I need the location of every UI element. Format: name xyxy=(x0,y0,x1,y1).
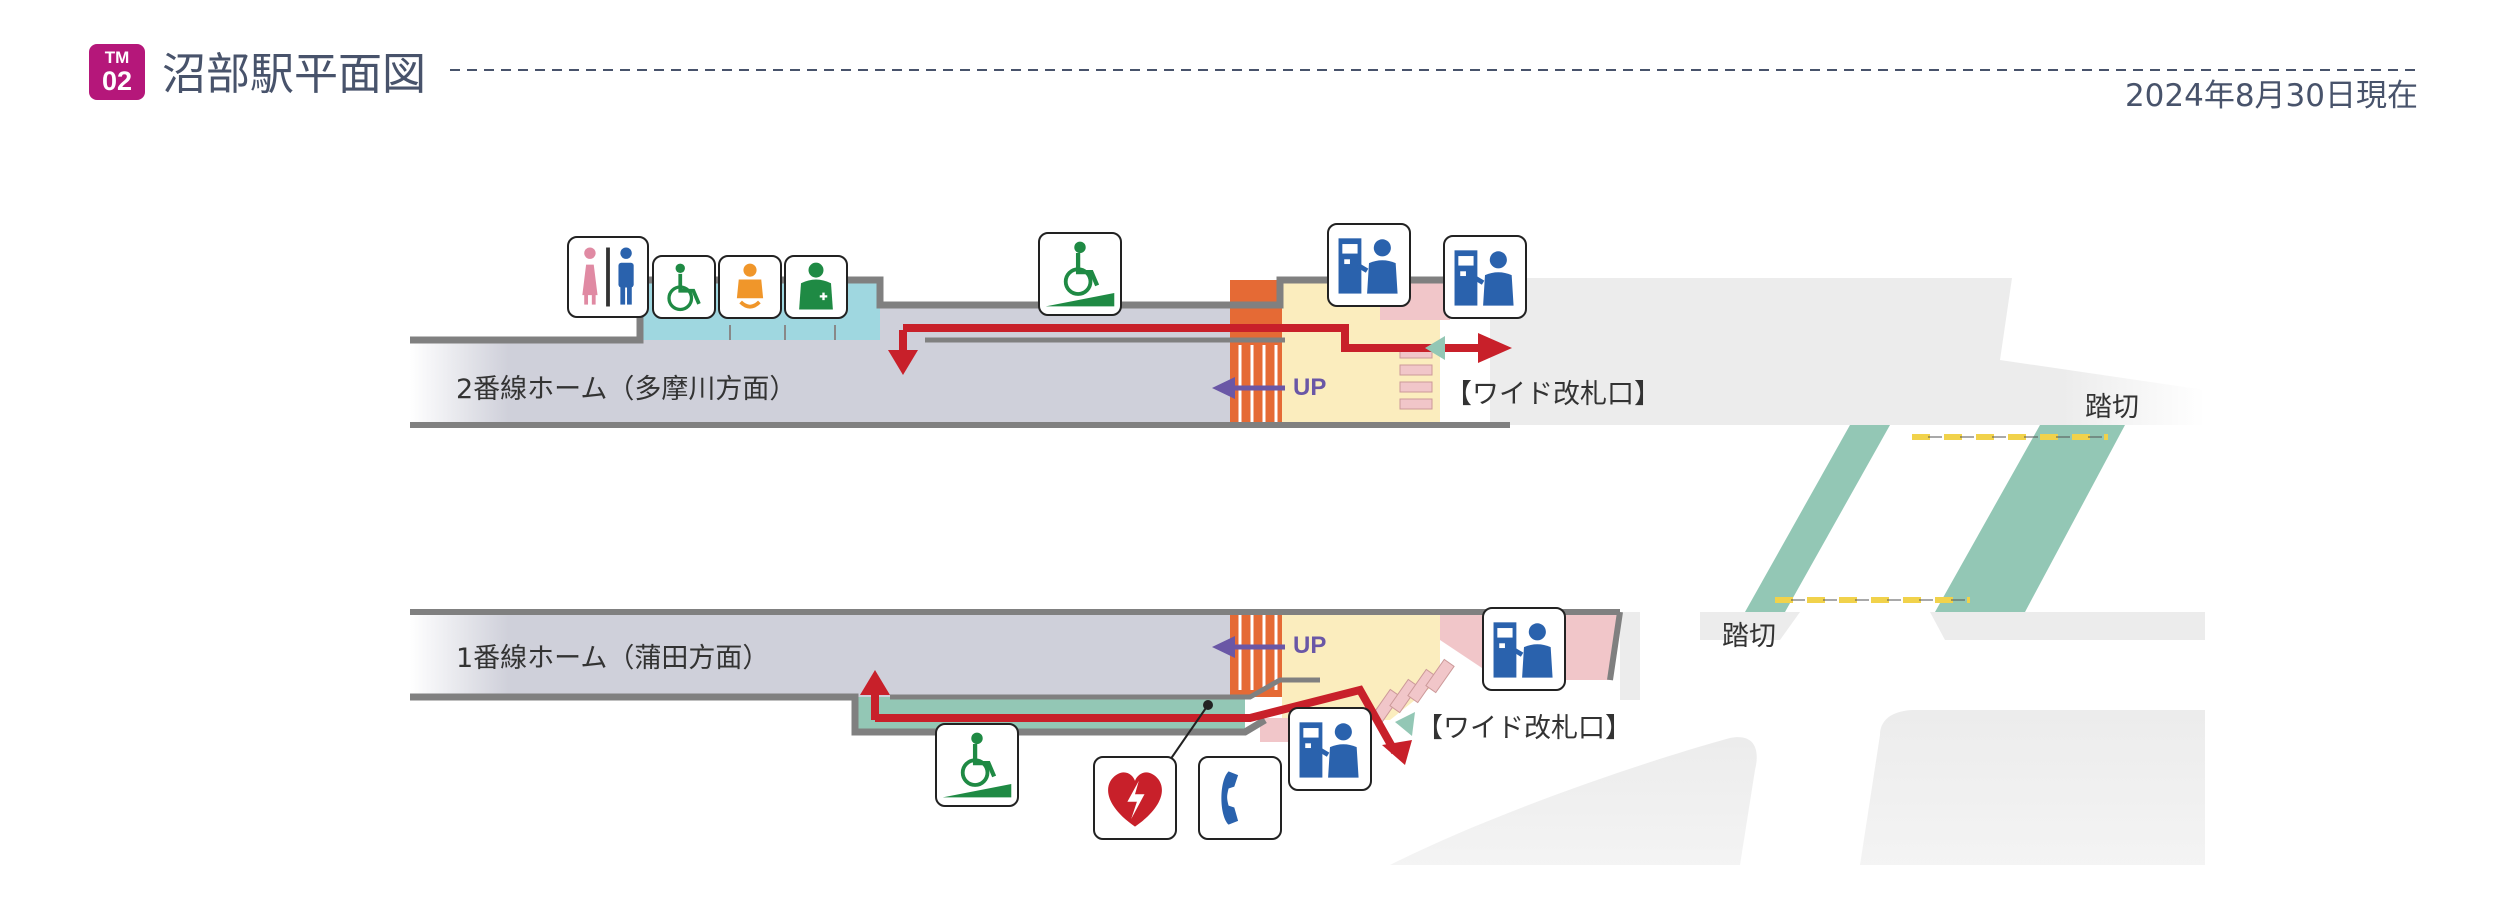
platform-2-label: 2番線ホーム（多摩川方面） xyxy=(456,374,797,405)
wheelchair-slope-icon-lower xyxy=(935,723,1019,807)
platform-2 xyxy=(410,340,1230,425)
line-code-number: 02 xyxy=(101,66,133,96)
wheelchair-slope-icon-upper xyxy=(1038,232,1122,316)
crossing-track-right xyxy=(1935,425,2125,612)
route-lower xyxy=(875,685,1399,754)
ticket-machine-icon-1 xyxy=(1327,223,1411,307)
as-of-date: 2024年8月30日現在 xyxy=(2124,78,2418,114)
platform-2-wall xyxy=(410,276,1460,344)
aed-icon xyxy=(1093,756,1177,840)
wide-gate-label-lower: 【ワイド改札口】 xyxy=(1416,713,1632,744)
road-lower-left xyxy=(1390,737,1757,865)
platform-1 xyxy=(410,612,1230,697)
line-code-badge: TM 02 xyxy=(89,44,145,100)
up-label-upper: UP xyxy=(1293,374,1327,401)
platform-1-label: 1番線ホーム（蒲田方面） xyxy=(456,643,770,674)
wheelchair-icon xyxy=(652,255,716,319)
line-code-top: TM xyxy=(104,48,130,67)
page-title: 沼部駅平面図 xyxy=(162,49,426,100)
wide-gate-label-upper: 【ワイド改札口】 xyxy=(1445,379,1661,410)
ground-area-lower-left xyxy=(1620,612,1640,700)
road-lower-right xyxy=(1860,710,2205,865)
route-upper xyxy=(903,324,1490,352)
ticket-machine-icon-3 xyxy=(1482,607,1566,691)
ground-area-right xyxy=(1620,612,2205,640)
crossing-label-upper: 踏切 xyxy=(2085,392,2139,423)
telephone-icon xyxy=(1198,756,1282,840)
toilet-icon xyxy=(567,236,649,318)
ticket-machine-icon-2 xyxy=(1443,235,1527,319)
ticket-machine-icon-4 xyxy=(1288,707,1372,791)
crossing-label-lower: 踏切 xyxy=(1722,621,1776,652)
crossing-track-left xyxy=(1745,425,1890,612)
up-label-lower: UP xyxy=(1293,632,1327,659)
baby-care-icon xyxy=(718,255,782,319)
ground-area-mid xyxy=(1700,612,1800,640)
ground-area-upper xyxy=(1490,278,2205,425)
multipurpose-room-icon xyxy=(784,255,848,319)
